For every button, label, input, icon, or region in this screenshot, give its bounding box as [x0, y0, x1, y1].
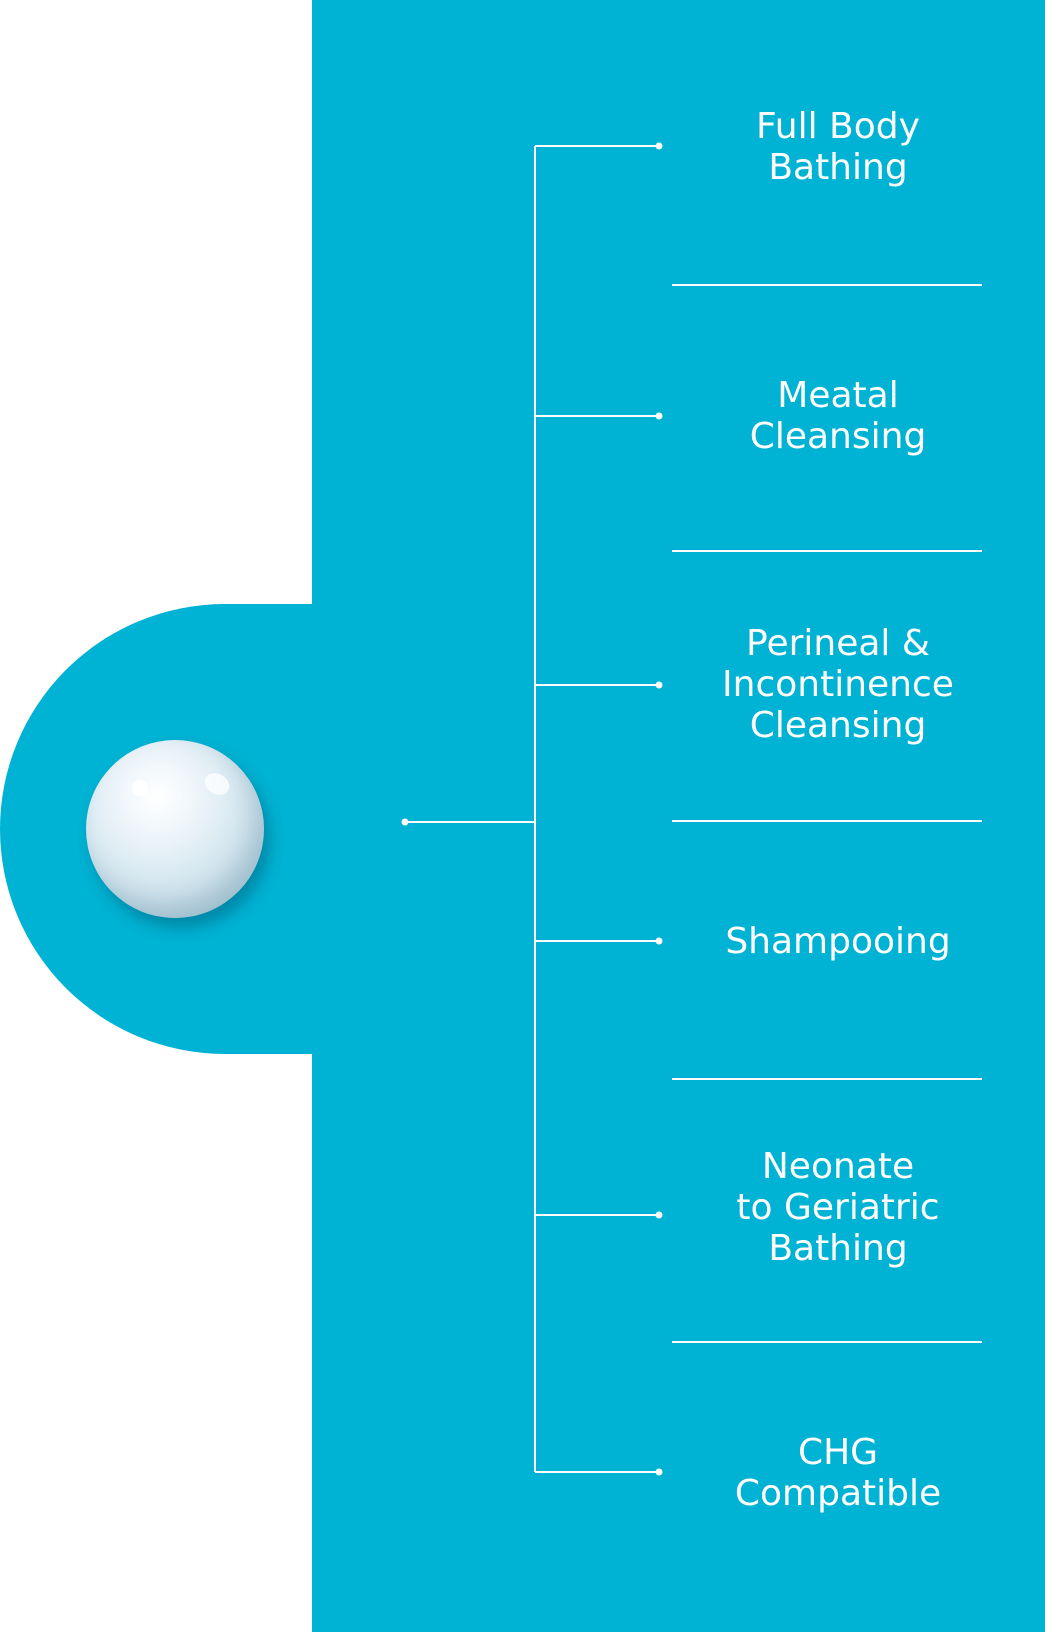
branch-3 [535, 681, 663, 689]
water-droplet-icon [86, 740, 264, 918]
item-label-meatal-cleansing: Meatal Cleansing [749, 375, 927, 457]
branch-5 [535, 1211, 663, 1219]
branch-4 [535, 937, 663, 945]
item-label-chg-compatible: CHG Compatible [734, 1432, 942, 1514]
droplet-highlight [132, 780, 148, 796]
root-node-dot [401, 818, 409, 826]
branch-1 [535, 142, 663, 150]
item-label-neonate-to-geriatric-bathing: Neonate to Geriatric Bathing [736, 1146, 940, 1269]
branch-6 [535, 1468, 663, 1476]
item-label-perineal-incontinence-cleansing: Perineal & Incontinence Cleansing [722, 623, 954, 746]
branch-2 [535, 412, 663, 420]
item-label-full-body-bathing: Full Body Bathing [756, 106, 920, 188]
item-label-shampooing: Shampooing [725, 921, 951, 962]
